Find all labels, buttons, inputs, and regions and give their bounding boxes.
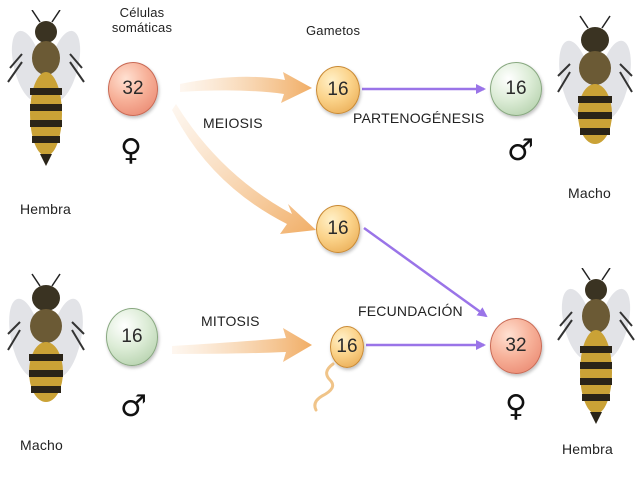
egg-gamete-parthenogenetic: 16 [316, 66, 360, 114]
fertilization-diagonal-arrow [363, 226, 488, 318]
sperm-count: 16 [336, 336, 358, 357]
bee-caption-bottom-right: Hembra [562, 441, 613, 457]
male-offspring-cell: 16 [490, 62, 542, 116]
bee-female-icon-bottom [557, 268, 635, 424]
bee-male-icon-bottom [7, 273, 85, 402]
male-symbol-icon-top: ♂ [507, 133, 534, 168]
male-somatic-cell: 16 [106, 308, 158, 366]
meiosis-curve-arrow [172, 104, 316, 234]
bee-caption-top-right: Macho [568, 185, 612, 201]
mitosis-arrow [172, 328, 312, 362]
somatic-cells-label: Células somáticas [111, 5, 173, 35]
egg-gamete-fertilized-count: 16 [327, 218, 349, 239]
bee-female-icon [7, 10, 85, 166]
egg-gamete-fertilized: 16 [316, 205, 360, 253]
sperm-cell: 16 [330, 326, 364, 368]
male-symbol-icon-bottom: ♂ [120, 389, 147, 424]
zygote-count: 32 [505, 335, 527, 356]
bee-caption-top-left: Hembra [20, 201, 71, 217]
female-somatic-cell: 32 [108, 62, 158, 116]
egg-gamete-count: 16 [327, 79, 349, 100]
fertilization-label: FECUNDACIÓN [358, 303, 463, 319]
gametes-label: Gametos [306, 23, 361, 38]
mitosis-label: MITOSIS [201, 313, 260, 329]
male-somatic-count: 16 [121, 326, 143, 347]
meiosis-label: MEIOSIS [203, 115, 263, 131]
male-offspring-count: 16 [505, 78, 527, 99]
female-somatic-count: 32 [122, 78, 144, 99]
female-symbol-icon: ♀ [120, 133, 142, 168]
bee-caption-bottom-left: Macho [20, 437, 64, 453]
meiosis-arrow [180, 72, 312, 103]
female-symbol-icon-bottom: ♀ [505, 389, 527, 424]
parthenogenesis-label: PARTENOGÉNESIS [353, 110, 485, 126]
sperm-tail [313, 362, 335, 412]
zygote-cell: 32 [490, 318, 542, 374]
bee-male-icon-top [557, 15, 633, 144]
